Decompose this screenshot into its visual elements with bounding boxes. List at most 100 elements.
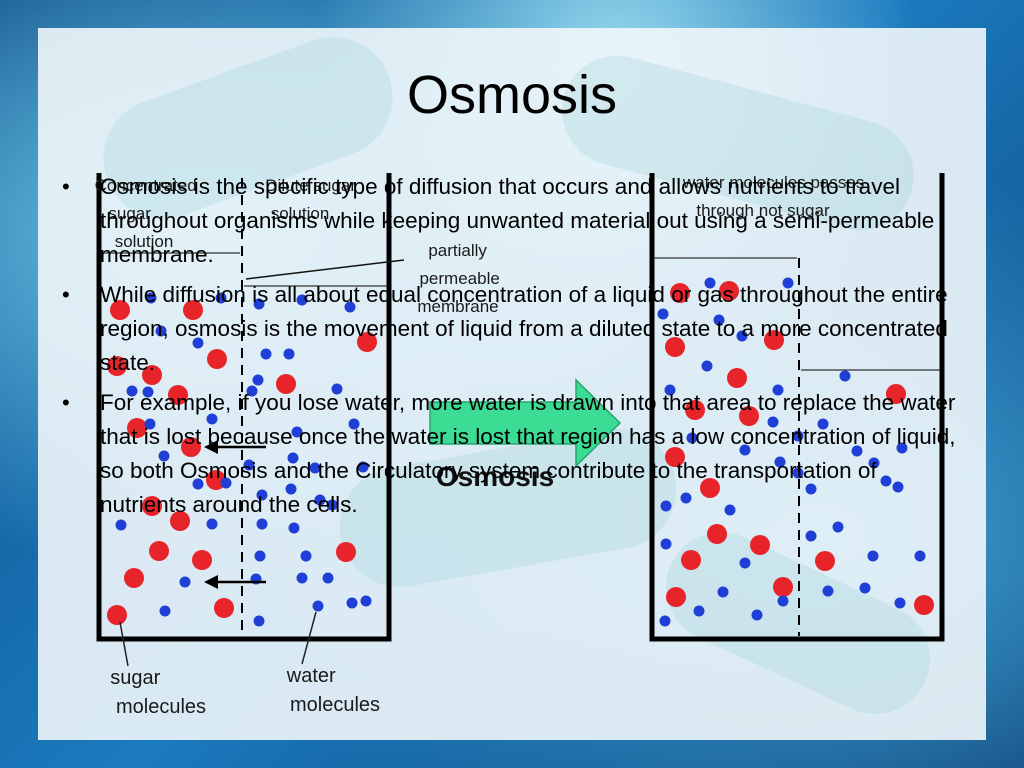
sugar-molecule bbox=[149, 541, 169, 561]
water-molecule bbox=[805, 483, 817, 495]
bullet-marker: • bbox=[62, 282, 70, 307]
water-molecule bbox=[158, 450, 170, 462]
water-molecule bbox=[206, 413, 218, 425]
water-molecule bbox=[220, 477, 232, 489]
water-molecule bbox=[859, 582, 871, 594]
sugar-molecule bbox=[886, 384, 906, 404]
sugar-molecule bbox=[670, 283, 690, 303]
water-molecule bbox=[792, 467, 804, 479]
water-molecule bbox=[348, 418, 360, 430]
flow-arrow-head bbox=[204, 440, 218, 454]
bullet-marker: • bbox=[62, 174, 70, 199]
water-molecule bbox=[243, 459, 255, 471]
water-molecule bbox=[326, 499, 338, 511]
water-molecule bbox=[145, 292, 157, 304]
sugar-molecule bbox=[357, 332, 377, 352]
water-molecule bbox=[664, 384, 676, 396]
water-molecule bbox=[344, 301, 356, 313]
left-beaker bbox=[96, 173, 392, 642]
water-molecule bbox=[252, 374, 264, 386]
water-molecule bbox=[851, 445, 863, 457]
water-molecule bbox=[115, 519, 127, 531]
water-molecule bbox=[179, 576, 191, 588]
water-molecule bbox=[817, 418, 829, 430]
water-molecule bbox=[300, 550, 312, 562]
water-molecule bbox=[331, 383, 343, 395]
osmosis-diagram: Concentrated sugar solution Dilute sugar… bbox=[95, 173, 945, 718]
water-molecule bbox=[894, 597, 906, 609]
water-molecule bbox=[739, 444, 751, 456]
water-molecule bbox=[724, 504, 736, 516]
sugar-molecule bbox=[170, 511, 190, 531]
water-molecule bbox=[704, 277, 716, 289]
water-molecule bbox=[312, 600, 324, 612]
sugar-molecule bbox=[764, 330, 784, 350]
sugar-molecule bbox=[110, 300, 130, 320]
water-molecule bbox=[155, 325, 167, 337]
bullet-item: • Osmosis is the specific type of diffus… bbox=[58, 170, 968, 272]
water-molecule bbox=[713, 314, 725, 326]
sugar-molecule bbox=[700, 478, 720, 498]
right-beaker bbox=[649, 173, 945, 642]
water-molecule bbox=[896, 442, 908, 454]
water-molecule bbox=[805, 530, 817, 542]
flow-arrow-head bbox=[204, 575, 218, 589]
water-molecule bbox=[309, 462, 321, 474]
water-molecule bbox=[206, 518, 218, 530]
membrane-pointer bbox=[245, 259, 405, 280]
water-molecule bbox=[142, 386, 154, 398]
water-molecule bbox=[660, 500, 672, 512]
water-molecule bbox=[867, 550, 879, 562]
sugar-molecule bbox=[681, 550, 701, 570]
water-molecule bbox=[657, 308, 669, 320]
water-molecule bbox=[246, 385, 258, 397]
molecule-group bbox=[107, 277, 934, 627]
osmosis-arrow-caption: Osmosis bbox=[436, 461, 554, 492]
water-molecule bbox=[346, 597, 358, 609]
sugar-molecule bbox=[719, 281, 739, 301]
water-molecule bbox=[192, 478, 204, 490]
water-molecule bbox=[283, 348, 295, 360]
sugar-molecule bbox=[276, 374, 296, 394]
bullet-item: • While diffusion is all about equal con… bbox=[58, 278, 968, 380]
sugar-molecule bbox=[739, 406, 759, 426]
water-molecule bbox=[892, 481, 904, 493]
sugar-molecule bbox=[181, 437, 201, 457]
sugar-molecule bbox=[665, 447, 685, 467]
water-molecule bbox=[772, 384, 784, 396]
sugar-molecule bbox=[142, 496, 162, 516]
water-molecule bbox=[839, 370, 851, 382]
water-molecule bbox=[767, 416, 779, 428]
water-molecule bbox=[322, 572, 334, 584]
water-molecule bbox=[291, 426, 303, 438]
water-molecule bbox=[288, 522, 300, 534]
label-water-molecules: water molecules bbox=[286, 665, 380, 716]
water-molecule bbox=[285, 483, 297, 495]
water-molecule bbox=[296, 294, 308, 306]
water-molecule bbox=[736, 330, 748, 342]
sugar-molecule bbox=[214, 598, 234, 618]
water-molecule bbox=[914, 550, 926, 562]
water-molecule bbox=[777, 595, 789, 607]
label-water-passes: water molecules passes through not sugar bbox=[682, 173, 869, 220]
sugar-molecule bbox=[207, 349, 227, 369]
water-molecule bbox=[693, 605, 705, 617]
label-sugar-molecules: sugar molecules bbox=[110, 667, 206, 718]
sugar-molecule bbox=[773, 577, 793, 597]
water-molecule bbox=[832, 521, 844, 533]
sugar-molecule bbox=[914, 595, 934, 615]
sugar-molecule bbox=[666, 587, 686, 607]
water-molecule bbox=[144, 418, 156, 430]
water-molecule bbox=[739, 557, 751, 569]
water-molecule bbox=[868, 457, 880, 469]
bullet-text: For example, if you lose water, more wat… bbox=[100, 390, 956, 517]
sugar-molecule bbox=[127, 418, 147, 438]
label-partially-permeable-membrane: partially permeable membrane bbox=[417, 241, 504, 316]
water-molecule bbox=[159, 605, 171, 617]
water-molecule bbox=[686, 432, 698, 444]
osmosis-arrow bbox=[429, 378, 622, 468]
water-molecule bbox=[717, 586, 729, 598]
label-concentrated-solution: Concentrated sugar solution bbox=[95, 176, 202, 251]
sugar-molecule bbox=[336, 542, 356, 562]
sugar-molecule bbox=[142, 365, 162, 385]
